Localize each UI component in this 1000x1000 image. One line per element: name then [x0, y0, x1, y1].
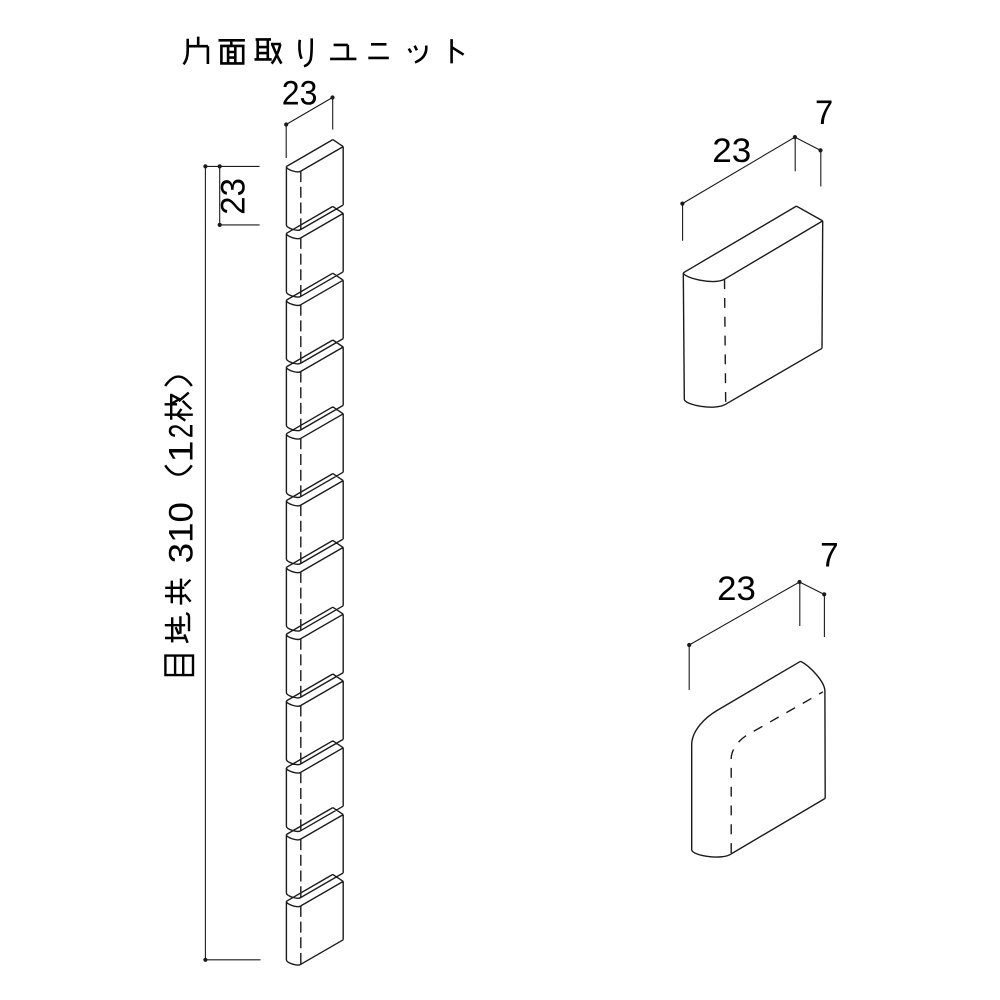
svg-text:23: 23	[282, 75, 318, 113]
svg-text:23: 23	[215, 178, 253, 215]
svg-text:7: 7	[815, 94, 833, 132]
svg-text:2: 2	[163, 424, 201, 439]
svg-text:1: 1	[163, 441, 201, 463]
svg-text:7: 7	[820, 537, 839, 575]
svg-text:23: 23	[712, 132, 751, 170]
svg-text:23: 23	[717, 570, 756, 608]
svg-text:310: 310	[163, 502, 201, 563]
